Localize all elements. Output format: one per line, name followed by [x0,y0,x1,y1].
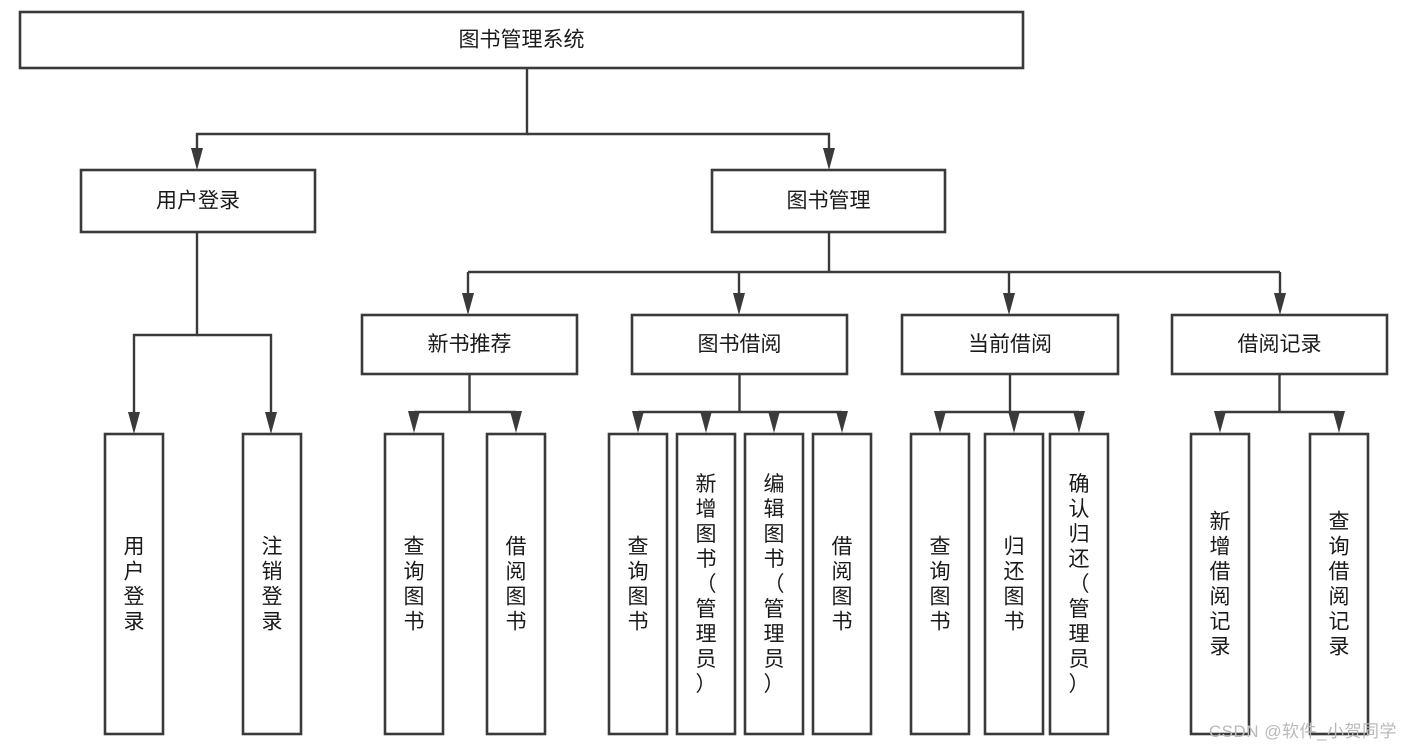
node-label: 当前借阅 [968,333,1052,356]
node-level3-0[interactable]: 新书推荐 [360,313,579,376]
node-leaf-4[interactable]: 查询图书 [607,432,669,736]
arrow-head-icon [462,293,474,315]
node-box-rect[interactable] [360,313,579,376]
arrow-head-icon [1274,293,1286,315]
node-label: 新增图书（管理员） [696,473,717,696]
arrow-head-icon [934,411,946,433]
node-label: 图书管理系统 [459,29,585,52]
node-label: 注销登录 [262,536,283,634]
node-box-rect[interactable] [18,10,1025,70]
connector-root-to-level2-right [527,132,831,162]
node-box-rect[interactable] [103,432,165,736]
arrow-head-icon [265,412,277,434]
arrow-head-icon [632,411,644,433]
node-layer: 图书管理系统用户登录图书管理新书推荐图书借阅当前借阅借阅记录用户登录注销登录查询… [18,10,1389,736]
node-label: 新书推荐 [428,333,512,356]
node-box-rect[interactable] [607,432,669,736]
node-box-rect[interactable] [630,313,849,376]
arrow-head-icon [1073,411,1085,433]
arrow-head-icon [1003,293,1015,315]
arrow-head-icon [128,412,140,434]
node-level3-3[interactable]: 借阅记录 [1170,313,1389,376]
node-box-rect[interactable] [710,168,947,234]
node-label: 确认归还（管理员） [1069,473,1090,696]
node-leaf-7[interactable]: 借阅图书 [811,432,873,736]
node-level3-2[interactable]: 当前借阅 [900,313,1120,376]
arrow-head-icon [768,411,780,433]
arrow-head-icon [700,411,712,433]
node-label: 查询图书 [628,536,649,634]
arrow-head-icon [1333,411,1345,433]
node-label: 图书管理 [787,190,871,213]
node-level2-1[interactable]: 图书管理 [710,168,947,234]
node-leaf-9[interactable]: 归还图书 [983,432,1045,736]
connector-root-to-level2 [195,68,529,162]
arrow-head-icon [823,148,835,170]
node-leaf-3[interactable]: 借阅图书 [485,432,547,736]
arrow-head-icon [836,411,848,433]
arrow-head-icon [191,148,203,170]
node-box-rect[interactable] [909,432,971,736]
node-label: 借阅图书 [832,536,853,634]
node-leaf-0[interactable]: 用户登录 [103,432,165,736]
node-label: 查询图书 [404,536,425,634]
node-leaf-11[interactable]: 新增借阅记录 [1189,432,1251,736]
node-box-rect[interactable] [383,432,445,736]
node-box-rect[interactable] [1170,313,1389,376]
node-label: 查询借阅记录 [1329,511,1350,659]
node-leaf-8[interactable]: 查询图书 [909,432,971,736]
node-leaf-1[interactable]: 注销登录 [241,432,303,736]
node-label: 查询图书 [930,536,951,634]
node-label: 用户登录 [156,190,240,213]
node-leaf-2[interactable]: 查询图书 [383,432,445,736]
node-label: 借阅记录 [1238,333,1322,356]
node-leaf-10[interactable]: 确认归还（管理员） [1048,432,1110,736]
node-leaf-12[interactable]: 查询借阅记录 [1308,432,1370,736]
node-label: 新增借阅记录 [1210,511,1231,659]
node-box-rect[interactable] [983,432,1045,736]
node-box-rect[interactable] [1189,432,1251,736]
node-label: 归还图书 [1004,536,1025,634]
node-box-rect[interactable] [485,432,547,736]
node-box-rect[interactable] [811,432,873,736]
node-leaf-5[interactable]: 新增图书（管理员） [675,432,737,736]
node-box-rect[interactable] [1048,432,1110,736]
node-root-0[interactable]: 图书管理系统 [18,10,1025,70]
arrow-head-icon [408,411,420,433]
node-box-rect[interactable] [743,432,805,736]
node-box-rect[interactable] [675,432,737,736]
csdn-watermark: CSDN @软件_小贺同学 [1208,722,1397,741]
connector-user-login-to-children-right [197,333,273,426]
node-label: 图书借阅 [698,333,782,356]
node-label: 用户登录 [124,536,145,634]
node-box-rect[interactable] [1308,432,1370,736]
node-level3-1[interactable]: 图书借阅 [630,313,849,376]
node-box-rect[interactable] [79,168,317,234]
arrow-head-icon [510,411,522,433]
node-box-rect[interactable] [900,313,1120,376]
node-label: 编辑图书（管理员） [764,473,785,696]
connector-layer [128,68,1345,434]
arrow-head-icon [1214,411,1226,433]
connector-user-login-to-children [132,232,199,426]
node-box-rect[interactable] [241,432,303,736]
arrow-head-icon [1008,411,1020,433]
arrow-head-icon [733,293,745,315]
node-label: 借阅图书 [506,536,527,634]
node-level2-0[interactable]: 用户登录 [79,168,317,234]
node-leaf-6[interactable]: 编辑图书（管理员） [743,432,805,736]
